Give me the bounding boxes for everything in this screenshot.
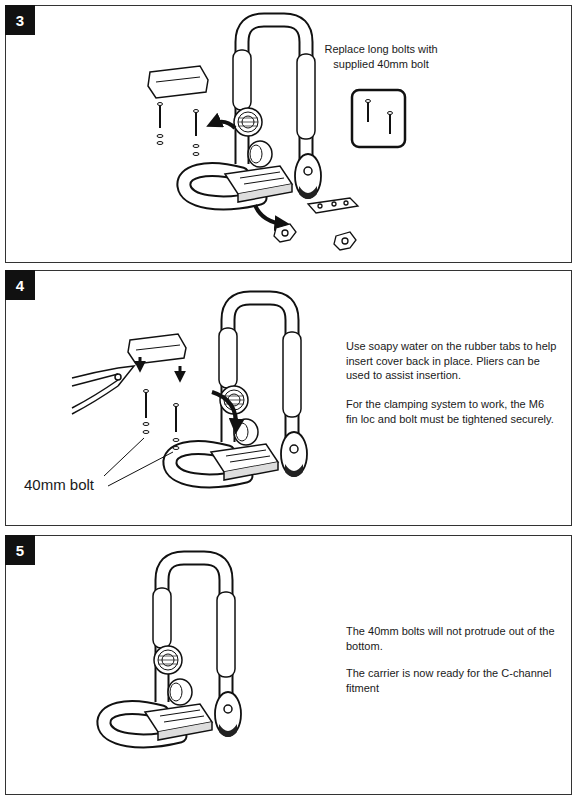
instruction-text: The 40mm bolts will not protrude out of … (346, 624, 558, 653)
bolt-inset (352, 90, 405, 147)
bracket-parts (274, 198, 358, 250)
leader-line (108, 452, 173, 486)
step-number: 4 (5, 270, 35, 300)
bolts (157, 103, 199, 156)
pliers (72, 366, 134, 414)
cover-part (128, 334, 186, 364)
instruction-text: Use soapy water on the rubber tabs to he… (346, 339, 558, 383)
remove-arrow (212, 122, 235, 128)
cover-part (148, 66, 208, 98)
step-number-text: 4 (16, 278, 24, 293)
step-number: 5 (5, 535, 35, 565)
step-number: 3 (5, 5, 35, 35)
bolts (143, 390, 179, 450)
step-number-text: 3 (16, 13, 24, 28)
instruction-text: For the clamping system to work, the M6 … (346, 397, 558, 426)
instruction-text: The carrier is now ready for the C-chann… (346, 666, 558, 695)
part-label: 40mm bolt (22, 476, 96, 493)
insert-arrow (212, 392, 236, 428)
step-number-text: 5 (16, 543, 24, 558)
step-panel: Replace long bolts with supplied 40mm bo… (5, 5, 572, 263)
remove-arrow (255, 205, 284, 224)
step-panel: The 40mm bolts will not protrude out of … (5, 535, 572, 795)
instruction-text: Replace long bolts with supplied 40mm bo… (322, 42, 440, 71)
